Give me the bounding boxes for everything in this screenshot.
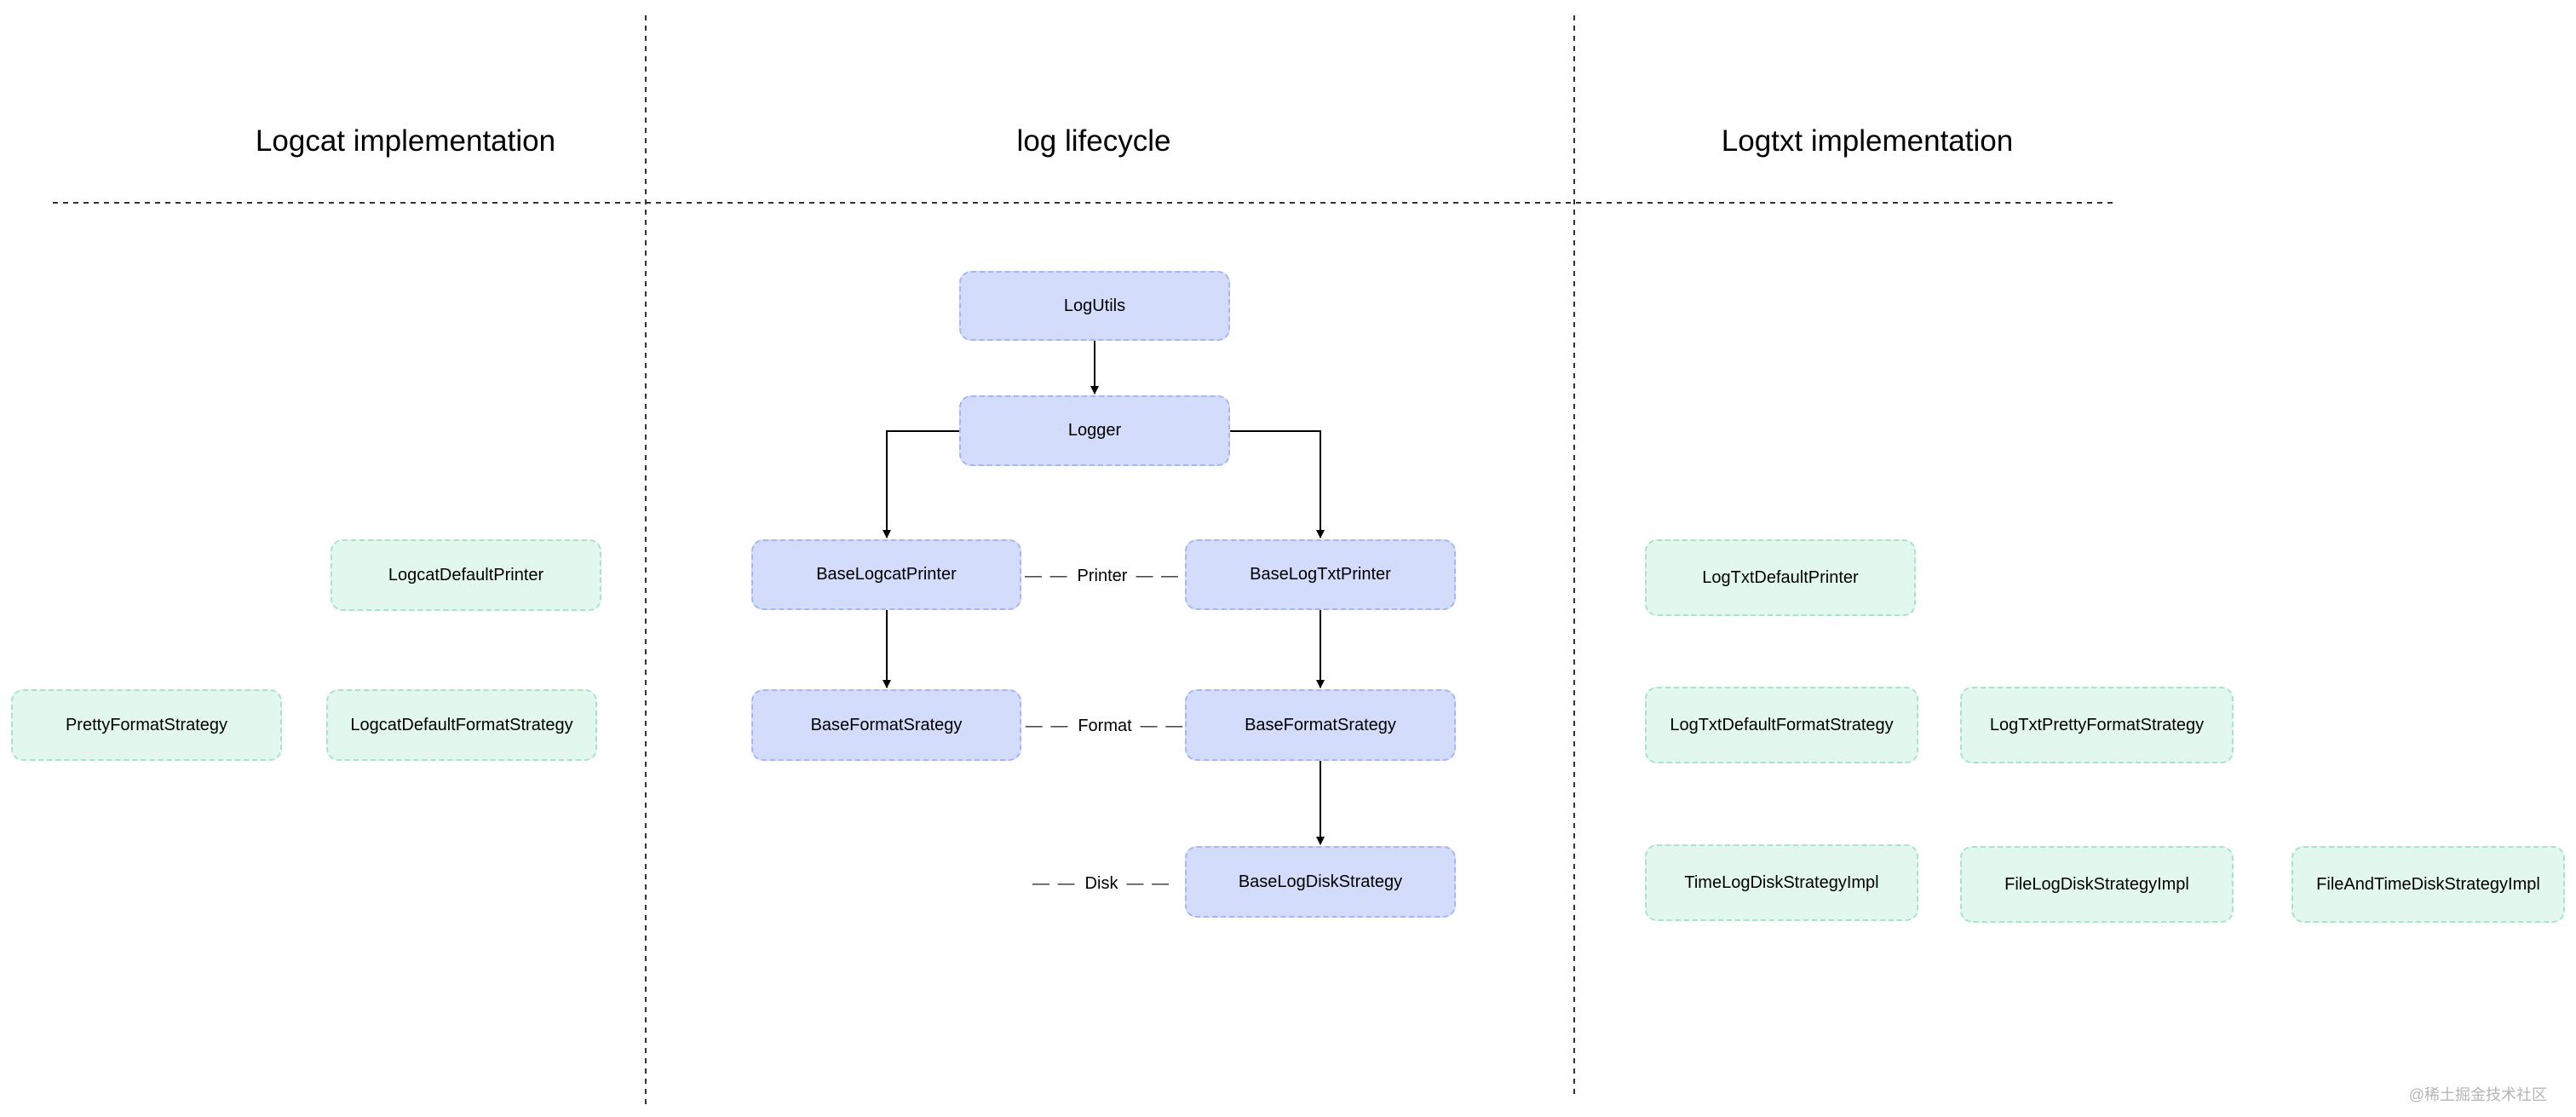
tier-label-disk-text: Disk bbox=[1084, 874, 1118, 893]
section-title-logcat: Logcat implementation bbox=[255, 124, 556, 158]
node-file-log-disk-strategy: FileLogDiskStrategyImpl bbox=[1960, 846, 2234, 923]
tier-dash-left: — — bbox=[1025, 717, 1070, 735]
tier-label-disk: — — Disk — — bbox=[1032, 873, 1170, 894]
node-logutils: LogUtils bbox=[959, 271, 1230, 341]
node-logtxt-default-format-strategy: LogTxtDefaultFormatStrategy bbox=[1645, 687, 1918, 763]
node-logtxt-pretty-format-strategy: LogTxtPrettyFormatStrategy bbox=[1960, 687, 2234, 763]
node-logtxt-default-printer: LogTxtDefaultPrinter bbox=[1645, 539, 1916, 616]
tier-dash-left: — — bbox=[1032, 874, 1077, 893]
tier-dash-right: — — bbox=[1136, 567, 1181, 585]
node-logger: Logger bbox=[959, 395, 1230, 466]
node-file-and-time-disk-strategy: FileAndTimeDiskStrategyImpl bbox=[2291, 846, 2565, 923]
tier-dash-left: — — bbox=[1024, 567, 1069, 585]
arrow-logger-to-logcat-printer bbox=[883, 430, 959, 538]
tier-dash-right: — — bbox=[1126, 874, 1171, 893]
tier-label-format-text: Format bbox=[1078, 717, 1132, 735]
node-pretty-format-strategy: PrettyFormatStrategy bbox=[11, 689, 282, 761]
arrow-logger-to-logtxt-printer bbox=[1230, 430, 1325, 538]
tier-label-format: — — Format — — bbox=[1026, 716, 1184, 736]
tier-label-printer: — — Printer — — bbox=[1025, 566, 1180, 586]
node-base-logcat-printer: BaseLogcatPrinter bbox=[751, 539, 1021, 610]
section-title-logtxt: Logtxt implementation bbox=[1721, 124, 2014, 158]
tier-dash-right: — — bbox=[1140, 717, 1185, 735]
node-base-format-right: BaseFormatSrategy bbox=[1185, 689, 1456, 761]
tier-label-printer-text: Printer bbox=[1077, 567, 1128, 585]
section-title-lifecycle: log lifecycle bbox=[1016, 124, 1171, 158]
node-logcat-default-format-strategy: LogcatDefaultFormatStrategy bbox=[326, 689, 597, 761]
node-base-log-disk: BaseLogDiskStrategy bbox=[1185, 846, 1456, 918]
watermark: @稀土掘金技术社区 bbox=[2408, 1086, 2547, 1103]
node-time-log-disk-strategy: TimeLogDiskStrategyImpl bbox=[1645, 844, 1918, 921]
node-base-logtxt-printer: BaseLogTxtPrinter bbox=[1185, 539, 1456, 610]
node-logcat-default-printer: LogcatDefaultPrinter bbox=[331, 539, 601, 611]
node-base-format-left: BaseFormatSrategy bbox=[751, 689, 1021, 761]
